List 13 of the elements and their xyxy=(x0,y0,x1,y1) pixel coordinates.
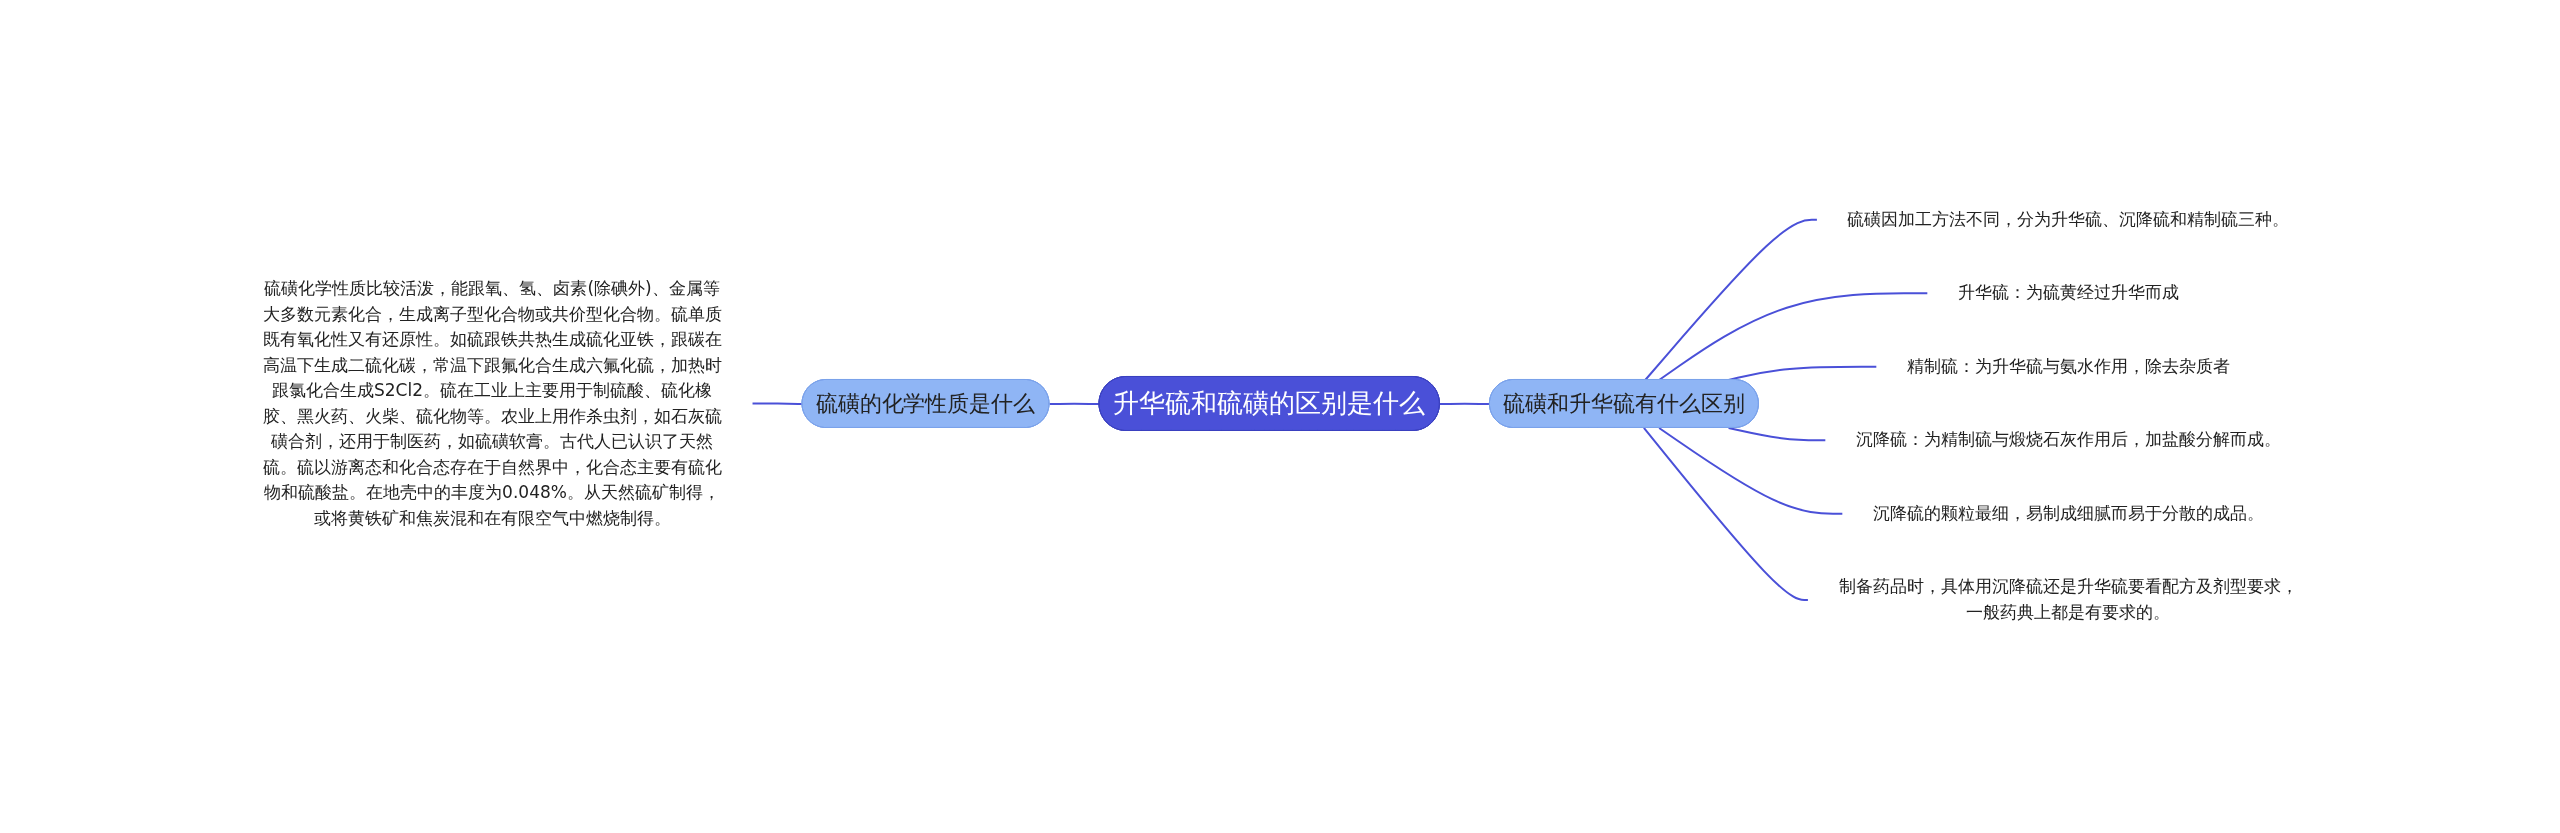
connector xyxy=(1048,402,1101,406)
connector xyxy=(1642,427,1810,602)
connector xyxy=(1657,427,1844,515)
node-text: 硫磺化学性质比较活泼，能跟氧、氢、卤素(除碘外)、金属等大多数元素化合，生成离子型化合物或共价型化合物。硫单质既有氧化性又有还原性。如硫跟铁共热生成硫化亚铁，跟碳在高温下生成二硫化碳，常温下跟氟化合生成六氟化硫，加热时跟氯化合生成S2Cl2。硫在工业上主要用于制硫酸、硫化橡胶、黑火药、火柴、硫化物等。农业上用作杀虫剂，如石灰硫磺合剂，还用于制医药，如硫磺软膏。古代人已认识了天然硫。硫以游离态和化合态存在于自然界中，化合态主要有硫化物和硫酸盐。在地壳中的丰度为0.048%。从天然硫矿制得，或将黄铁矿和焦炭混和在有限空气中燃烧制得。 xyxy=(262,278,722,528)
node-text: 沉降硫：为精制硫与煅烧石灰作用后，加盐酸分解而成。 xyxy=(1855,429,2281,450)
connector xyxy=(1438,402,1491,406)
node-text: 精制硫：为升华硫与氨水作用，除去杂质者 xyxy=(1906,356,2230,377)
node-text: 升华硫：为硫黄经过升华而成 xyxy=(1957,282,2179,303)
connector xyxy=(1657,292,1929,382)
connector xyxy=(1727,427,1827,442)
node-text: 制备药品时，具体用沉降硫还是升华硫要看配方及剂型要求，一般药典上都是有要求的。 xyxy=(1838,576,2298,623)
node-text: 沉降硫的颗粒最细，易制成细腻而易于分散的成品。 xyxy=(1872,503,2264,524)
node-text: 硫磺因加工方法不同，分为升华硫、沉降硫和精制硫三种。 xyxy=(1847,209,2290,230)
